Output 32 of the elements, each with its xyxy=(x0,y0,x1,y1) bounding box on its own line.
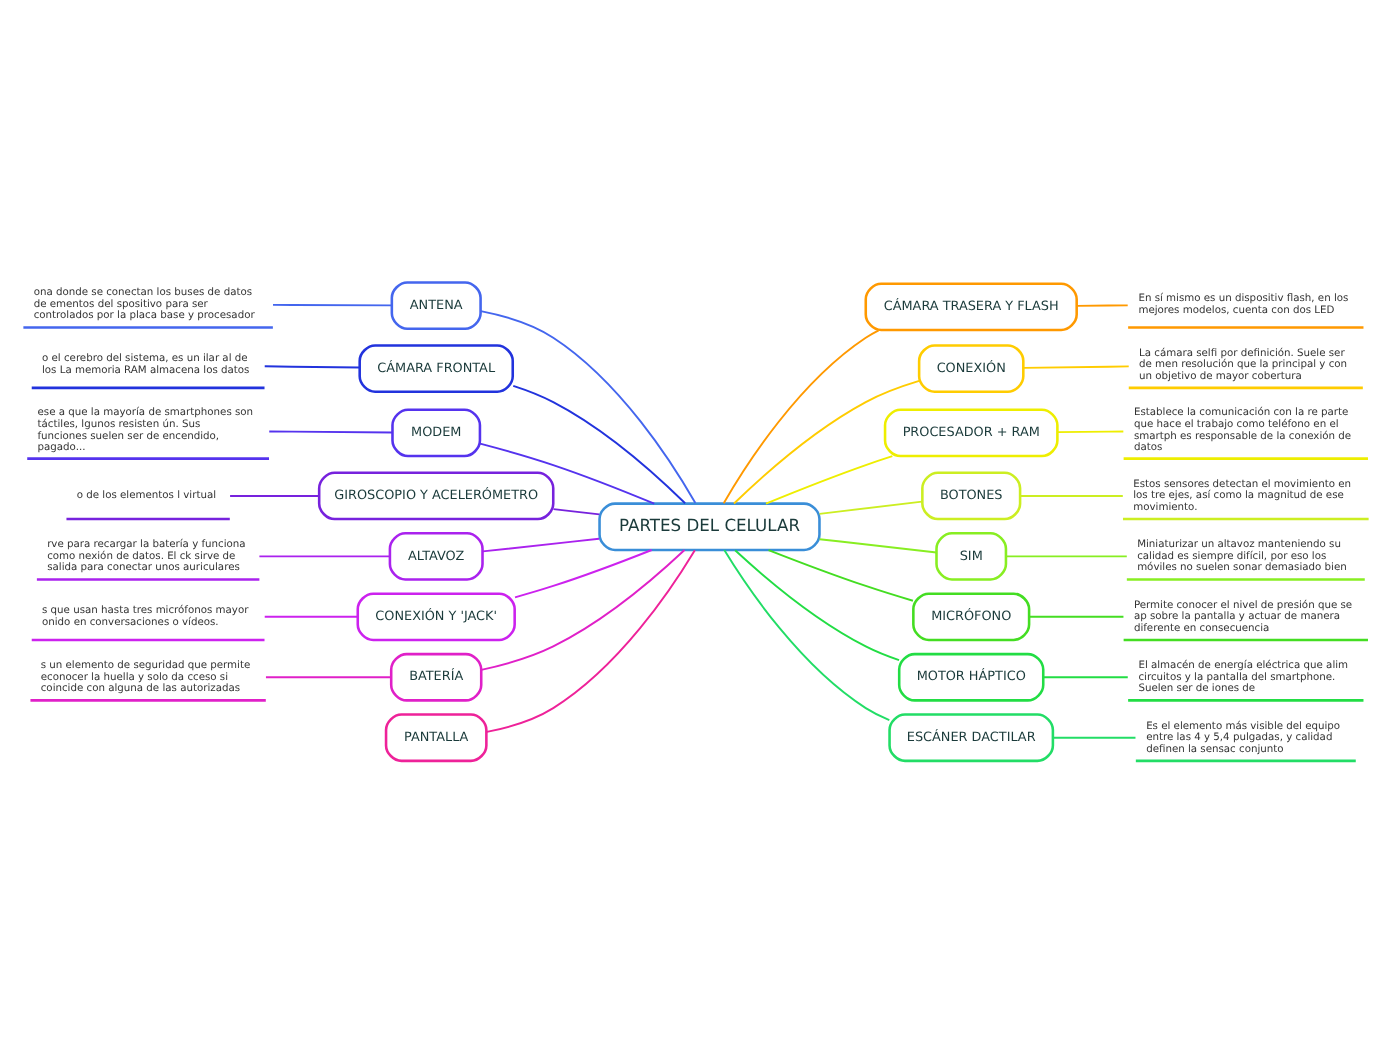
connector xyxy=(479,309,697,504)
connector xyxy=(1075,303,1129,306)
connector xyxy=(818,499,923,514)
connector xyxy=(1022,364,1130,368)
connector xyxy=(1056,429,1125,433)
connector xyxy=(1019,493,1124,496)
connector xyxy=(1028,614,1125,617)
connector xyxy=(722,328,880,504)
connector xyxy=(268,429,394,433)
connector xyxy=(512,383,687,504)
connector xyxy=(818,537,938,553)
connector xyxy=(265,675,392,678)
connector xyxy=(1005,554,1128,557)
connector xyxy=(480,548,686,670)
connector xyxy=(272,302,393,306)
connector xyxy=(485,548,696,732)
connector xyxy=(765,454,894,504)
connector xyxy=(479,441,656,504)
connector xyxy=(1042,675,1129,678)
connector xyxy=(263,614,359,617)
connector xyxy=(481,536,600,552)
connector xyxy=(734,548,901,661)
connector xyxy=(723,548,891,721)
connector xyxy=(552,507,601,515)
node-box: PARTES DEL CELULAR xyxy=(598,501,821,551)
connector xyxy=(767,548,914,601)
connector xyxy=(1052,735,1137,738)
connector xyxy=(258,554,391,557)
connector xyxy=(229,493,320,496)
connector xyxy=(733,378,921,504)
connector xyxy=(514,548,653,598)
connector xyxy=(263,364,361,368)
